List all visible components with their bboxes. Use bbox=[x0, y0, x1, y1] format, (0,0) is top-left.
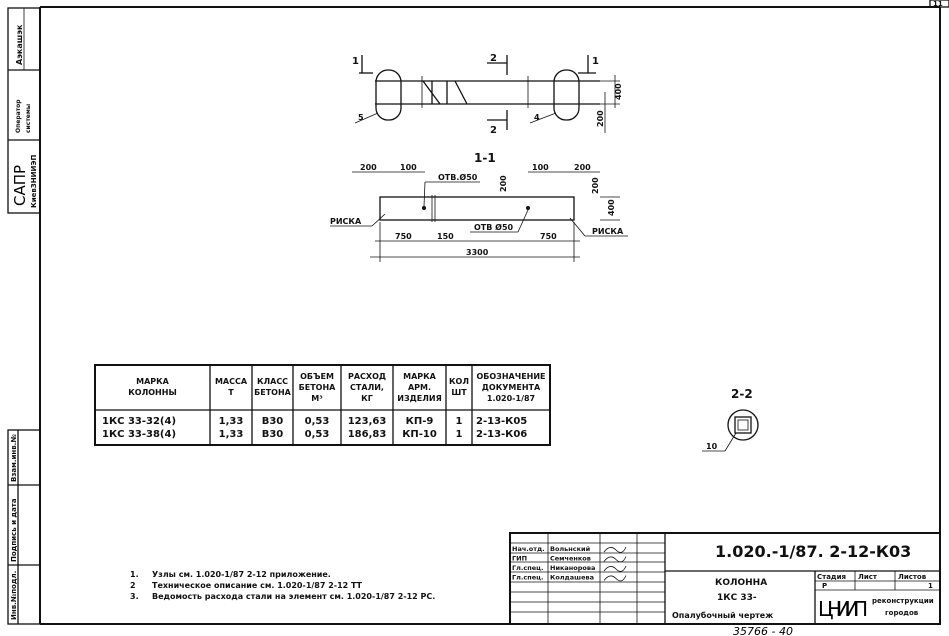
staff-name: Никанорова bbox=[550, 564, 595, 572]
dim-750-left: 750 bbox=[395, 232, 412, 241]
table-cell: КП-9 bbox=[406, 416, 434, 427]
table-cell: 0,53 bbox=[305, 416, 330, 427]
title-name-3: Опалубочный чертеж bbox=[672, 610, 773, 620]
staff-name: Вольнский bbox=[550, 545, 591, 553]
stamp-sign-date: Подпись и дата bbox=[10, 498, 18, 562]
sheets-header: Листов bbox=[898, 573, 927, 581]
dim-200-side: 200 bbox=[591, 177, 600, 194]
section-mark-2-bottom: 2 bbox=[490, 125, 497, 136]
risk-left: РИСКА bbox=[330, 217, 362, 226]
signature bbox=[603, 575, 627, 582]
plan-dim-400: 400 bbox=[614, 83, 623, 100]
stamp-inv: Инв.№подл. bbox=[10, 571, 18, 620]
stamp-system: системы bbox=[25, 104, 32, 133]
footer-number: 35766 - 40 bbox=[733, 625, 793, 636]
section-1-1-title: 1-1 bbox=[474, 151, 496, 165]
staff-role: ГИП bbox=[512, 555, 527, 563]
note-number: 2 bbox=[130, 581, 136, 590]
signature bbox=[603, 556, 627, 563]
staff-role: Нач.отд. bbox=[512, 545, 545, 553]
sheet-header: Лист bbox=[858, 573, 878, 581]
table-cell: 0,53 bbox=[305, 429, 330, 440]
section-mark-2-top: 2 bbox=[490, 53, 497, 64]
org-text-1: реконструкции bbox=[872, 597, 934, 605]
stamp-operator: Оператор bbox=[15, 99, 22, 133]
table-cell: КП-10 bbox=[402, 429, 437, 440]
plan-dim-200: 200 bbox=[596, 110, 605, 127]
left-stamp: Аэкашэк Оператор системы САПР КиевЗНИИЭП… bbox=[7, 7, 41, 625]
table-cell: 1КС 33-32(4) bbox=[102, 416, 176, 427]
staff-name: Колдашева bbox=[550, 574, 594, 582]
table-cell: 1,33 bbox=[219, 429, 244, 440]
stage-header: Стадия bbox=[817, 573, 846, 581]
dim-200-mid: 200 bbox=[499, 175, 508, 192]
document-code: 1.020.-1/87. 2-12-К03 bbox=[715, 542, 911, 561]
table-cell: 2-13-К05 bbox=[476, 416, 527, 427]
table-cell: 1,33 bbox=[219, 416, 244, 427]
section-mark-1-left: 1 bbox=[352, 56, 359, 67]
note-text: Узлы см. 1.020-1/87 2-12 приложение. bbox=[152, 570, 331, 579]
callout-left: 5 bbox=[358, 113, 364, 122]
section-2-2: 2-2 10 bbox=[702, 387, 759, 452]
dim-100-right: 100 bbox=[532, 163, 549, 172]
title-name-1: КОЛОННА bbox=[715, 578, 767, 588]
section-2-2-callout: 10 bbox=[706, 442, 718, 451]
table-cell: 1КС 33-38(4) bbox=[102, 429, 176, 440]
stamp-sapr: САПР bbox=[11, 165, 29, 206]
table-cell: В30 bbox=[262, 416, 284, 427]
section-mark-1-right: 1 bbox=[592, 56, 599, 67]
sheets-value: 1 bbox=[928, 582, 933, 590]
table-cell: 123,63 bbox=[348, 416, 387, 427]
dim-200-left: 200 bbox=[360, 163, 377, 172]
table-cell: 1 bbox=[456, 429, 463, 440]
risk-right: РИСКА bbox=[592, 227, 624, 236]
section-1-1: 1-1 200 100 100 200 ОТВ.Ø50 200 200 400 … bbox=[330, 151, 628, 262]
staff-name: Семченков bbox=[550, 555, 591, 563]
signature bbox=[603, 565, 627, 572]
table-cell: 1 bbox=[456, 416, 463, 427]
dim-400: 400 bbox=[607, 199, 616, 216]
stamp-sapr-org: КиевЗНИИЭП bbox=[30, 155, 38, 208]
dim-750-right: 750 bbox=[540, 232, 557, 241]
org-logo: ЦНИИП bbox=[818, 597, 868, 621]
note-text: Техническое описание см. 1.020-1/87 2-12… bbox=[152, 581, 362, 590]
note-number: 3. bbox=[130, 592, 139, 601]
staff-role: Гл.спец. bbox=[512, 564, 543, 572]
signature bbox=[603, 546, 627, 553]
table-cell: 186,83 bbox=[348, 429, 387, 440]
corner-mark: 11 bbox=[933, 0, 943, 8]
hole-bottom-label: ОТВ Ø50 bbox=[474, 222, 514, 232]
callout-right: 4 bbox=[534, 113, 540, 122]
stamp-top-text: Аэкашэк bbox=[15, 24, 24, 65]
notes: 1. Узлы см. 1.020-1/87 2-12 приложение. 2 Т… bbox=[130, 570, 435, 601]
dim-3300: 3300 bbox=[466, 248, 489, 257]
dim-150: 150 bbox=[437, 232, 454, 241]
table-cell: В30 bbox=[262, 429, 284, 440]
plan-view: 1 1 2 2 5 4 400 200 bbox=[352, 53, 623, 136]
stage-value: Р bbox=[822, 582, 827, 590]
dim-200-right: 200 bbox=[574, 163, 591, 172]
title-name-2: 1КС 33- bbox=[717, 593, 757, 603]
org-text-2: городов bbox=[885, 609, 919, 617]
note-text: Ведомость расхода стали на элемент см. 1… bbox=[152, 592, 435, 601]
stamp-replace-inv: Взам.инв.№ bbox=[10, 434, 18, 482]
hole-top-label: ОТВ.Ø50 bbox=[438, 172, 478, 182]
table-cell: 2-13-К06 bbox=[476, 429, 527, 440]
dim-100-left: 100 bbox=[400, 163, 417, 172]
section-2-2-title: 2-2 bbox=[731, 387, 753, 401]
staff-role: Гл.спец. bbox=[512, 574, 543, 582]
note-number: 1. bbox=[130, 570, 139, 579]
